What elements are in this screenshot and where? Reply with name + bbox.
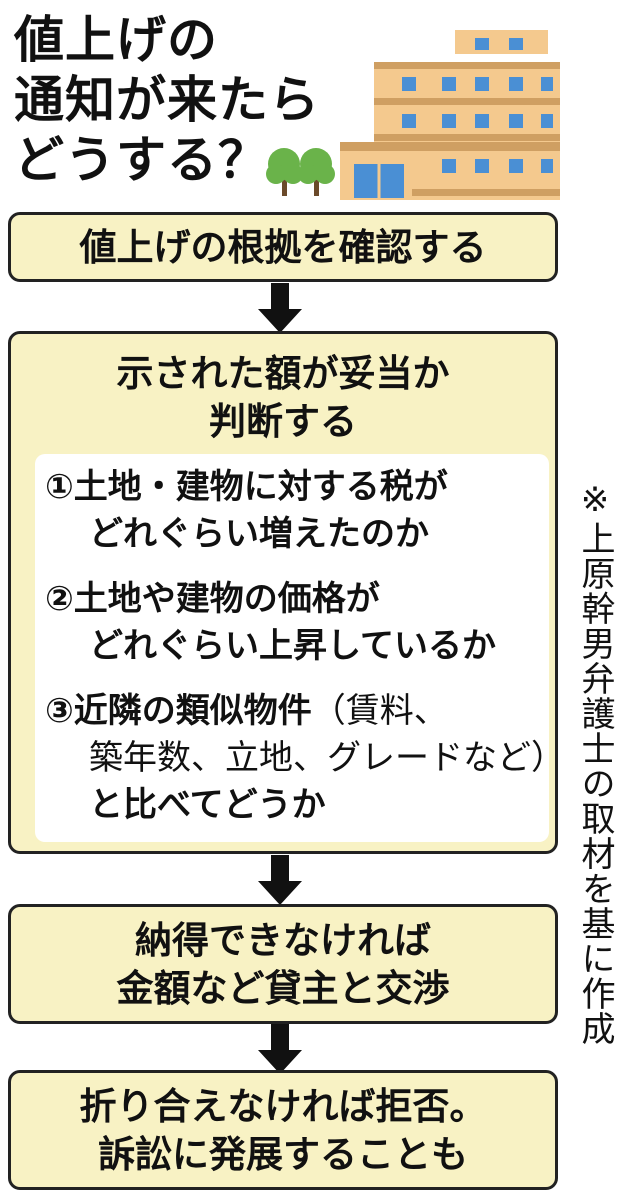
criterion-2: ②土地や建物の価格が どれぐらい上昇しているか — [45, 576, 545, 670]
apartment-building-icon — [266, 30, 560, 200]
down-arrow-icon — [258, 855, 302, 905]
criterion-3-line-3: と比べてどうか — [89, 785, 326, 825]
step4-line-1: 折り合えなければ拒否。 — [79, 1085, 487, 1128]
step2-line-2: 判断する — [209, 400, 357, 443]
trees-icon — [266, 148, 335, 196]
step3-line-2: 金額など貸主と交渉 — [116, 967, 450, 1010]
criterion-3-line-2: 築年数、立地、グレードなど） — [89, 738, 565, 778]
step4-line-2: 訴訟に発展することも — [98, 1133, 468, 1176]
criterion-1: ①土地・建物に対する税が どれぐらい増えたのか — [45, 464, 545, 558]
criterion-3: ③近隣の類似物件（賃料、 築年数、立地、グレードなど） と比べてどうか — [45, 688, 565, 829]
title: 値上げの 通知が来たら どうする？ — [14, 10, 320, 190]
criterion-3-paren: （賃料、 — [311, 691, 448, 731]
step2-line-1: 示された額が妥当か — [116, 352, 450, 395]
down-arrow-icon — [258, 1024, 302, 1074]
step1-text: 値上げの根拠を確認する — [79, 226, 487, 269]
criterion-2-line-2: どれぐらい上昇しているか — [89, 626, 496, 666]
source-note: ※上原幹男弁護士の取材を基に作成 — [575, 480, 615, 1046]
step2-box: 示された額が妥当か 判断する ①土地・建物に対する税が どれぐらい増えたのか ②… — [8, 331, 565, 854]
criterion-1-line-2: どれぐらい増えたのか — [89, 514, 429, 554]
criterion-2-line-1: ②土地や建物の価格が — [45, 579, 380, 619]
step3-line-1: 納得できなければ — [135, 919, 431, 962]
criterion-3-line-1: ③近隣の類似物件（賃料、 — [45, 688, 545, 735]
title-line-3: どうする？ — [14, 131, 269, 189]
criterion-1-line-1: ①土地・建物に対する税が — [45, 467, 448, 507]
step2-criteria-panel: ①土地・建物に対する税が どれぐらい増えたのか ②土地や建物の価格が どれぐらい… — [35, 454, 565, 842]
step3-box: 納得できなければ 金額など貸主と交渉 — [8, 904, 558, 1024]
step4-box: 折り合えなければ拒否。 訴訟に発展することも — [8, 1070, 558, 1190]
step1-box: 値上げの根拠を確認する — [8, 212, 558, 282]
title-line-2: 通知が来たら — [14, 71, 320, 129]
title-line-1: 値上げの — [14, 11, 218, 69]
down-arrow-icon — [258, 283, 302, 333]
criterion-3-label: ③近隣の類似物件 — [45, 691, 312, 731]
